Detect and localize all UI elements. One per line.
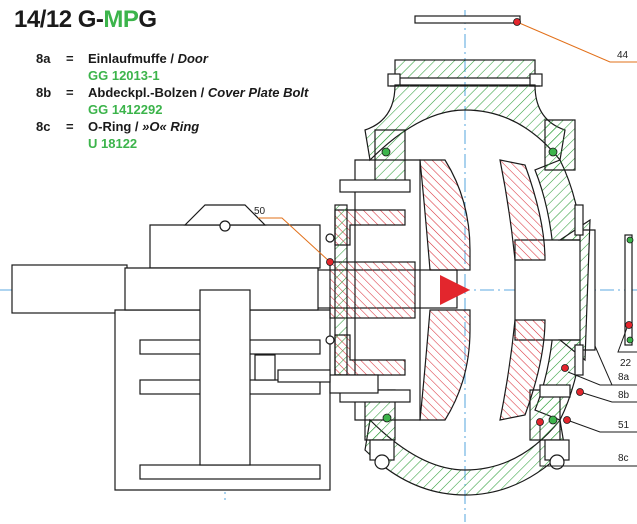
legend-equals: = (66, 85, 74, 100)
legend-part-number: U 18122 (88, 136, 138, 151)
callout-markers (326, 18, 633, 426)
legend-equals: = (66, 51, 74, 66)
leader-lines (258, 21, 637, 467)
callout-22: 22 (620, 358, 632, 369)
callout-51: 51 (618, 420, 630, 431)
legend-equals: = (66, 119, 74, 134)
bearing-frame (114, 204, 331, 491)
legend-name-de: Einlaufmuffe / (88, 51, 174, 66)
legend-name-en: Door (177, 51, 208, 66)
page-title: 14/12 G-MPG (14, 6, 157, 33)
legend-part-number: GG 12013-1 (88, 68, 160, 83)
callout-44: 44 (617, 50, 629, 61)
legend-item: 8c = O-Ring / »O« Ring U 18122 (36, 118, 308, 152)
callout-8b: 8b (618, 390, 630, 401)
frame-plate (277, 159, 571, 421)
parts-legend: 8a = Einlaufmuffe / Door GG 12013-1 8b = Abd… (36, 50, 308, 152)
callout-50: 50 (254, 206, 266, 217)
legend-code: 8a (36, 51, 51, 66)
legend-name-de: O-Ring / (88, 119, 139, 134)
outlet-flange (387, 15, 543, 87)
legend-part-number: GG 1412292 (88, 102, 163, 117)
legend-name-en: »O« Ring (142, 119, 200, 134)
legend-item: 8b = Abdeckpl.-Bolzen / Cover Plate Bolt G… (36, 84, 308, 118)
legend-item: 8a = Einlaufmuffe / Door GG 12013-1 (36, 50, 308, 84)
callout-8a: 8a (618, 372, 630, 383)
legend-code: 8c (36, 119, 51, 134)
legend-code: 8b (36, 85, 52, 100)
legend-name-en: Cover Plate Bolt (207, 85, 309, 100)
o-ring-markers (381, 147, 634, 425)
legend-name-de: Abdeckpl.-Bolzen / (88, 85, 205, 100)
callout-8c: 8c (618, 453, 629, 464)
